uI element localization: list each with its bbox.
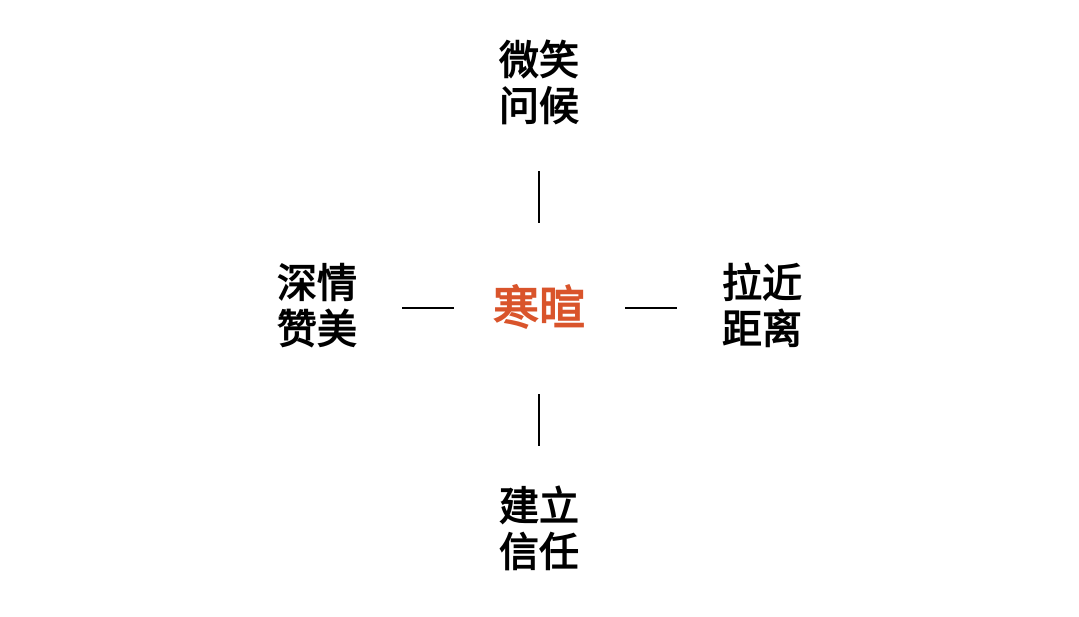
node-left-praise: 深情 赞美 bbox=[237, 261, 397, 353]
connector-bottom bbox=[538, 394, 540, 446]
node-left-line1: 深情 bbox=[277, 261, 357, 307]
node-bottom-trust: 建立 信任 bbox=[459, 484, 619, 576]
node-left-line2: 赞美 bbox=[277, 307, 357, 353]
connector-top bbox=[538, 171, 540, 223]
node-bottom-line1: 建立 bbox=[499, 484, 579, 530]
node-bottom-line2: 信任 bbox=[499, 530, 579, 576]
connector-right bbox=[625, 307, 677, 309]
node-right-line2: 距离 bbox=[722, 307, 802, 353]
node-right-line1: 拉近 bbox=[722, 261, 802, 307]
node-top-smile-greeting: 微笑 问候 bbox=[459, 38, 619, 130]
center-label: 寒暄 bbox=[493, 281, 585, 335]
node-top-line1: 微笑 bbox=[499, 38, 579, 84]
connector-left bbox=[402, 307, 454, 309]
node-right-closer: 拉近 距离 bbox=[682, 261, 842, 353]
node-top-line2: 问候 bbox=[499, 84, 579, 130]
